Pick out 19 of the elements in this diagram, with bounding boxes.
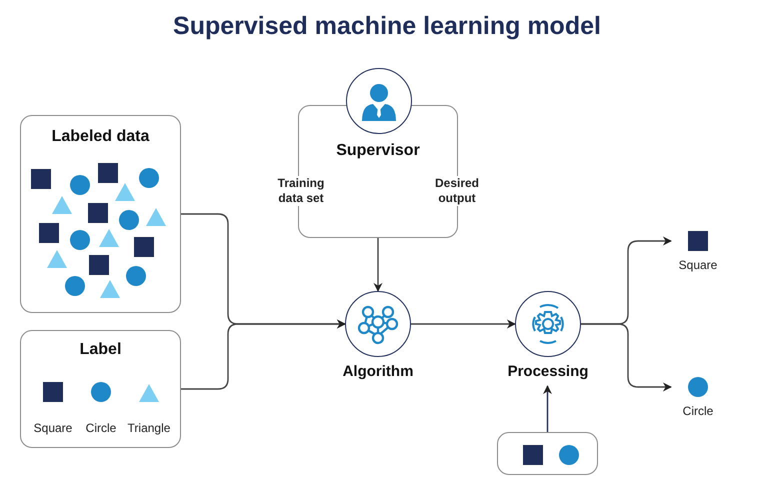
node-label: Processing — [506, 363, 590, 380]
diagram-title: Supervised machine learning model — [172, 12, 602, 41]
input-card — [497, 432, 598, 475]
arrow — [581, 323, 672, 392]
shape-name: Circle — [84, 421, 118, 435]
arrow — [374, 238, 382, 292]
shape-name: Triangle — [126, 421, 172, 435]
arrow — [181, 320, 346, 390]
legend-card — [20, 330, 181, 448]
arrow — [543, 385, 552, 432]
card-heading: Label — [78, 341, 122, 359]
output-label: Square — [678, 258, 718, 272]
data-card — [20, 115, 181, 313]
shape-name: Square — [32, 421, 74, 435]
node-label: Algorithm — [342, 363, 414, 380]
output-label: Circle — [682, 404, 714, 418]
arrow — [411, 320, 516, 328]
card-heading: Supervisor — [335, 142, 421, 160]
card-heading: Labeled data — [50, 128, 150, 146]
